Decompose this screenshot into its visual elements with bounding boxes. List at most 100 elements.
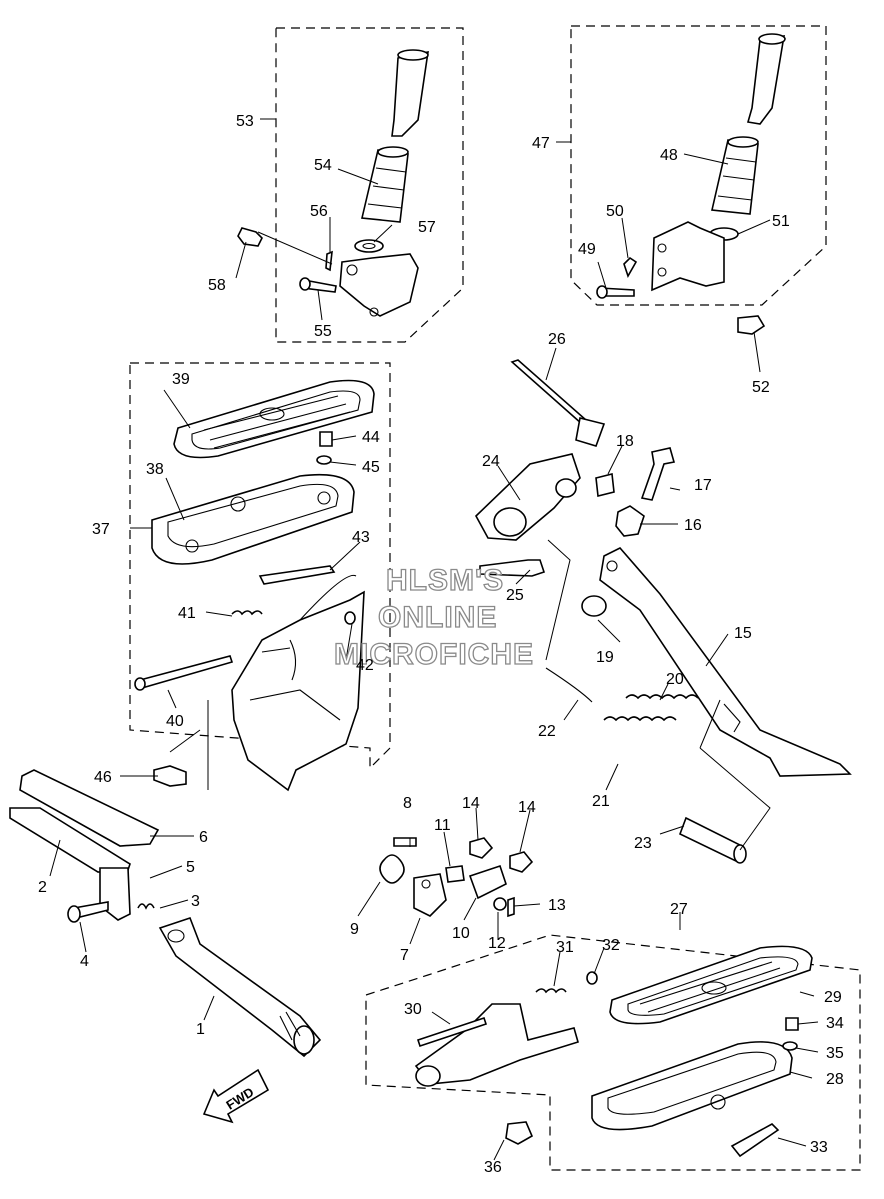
cotter-pin-56: [325, 250, 333, 272]
callout-13: 13: [548, 897, 566, 914]
footboard-assembly-left: [134, 379, 375, 792]
callout-10: 10: [452, 925, 470, 942]
spring-3: [137, 903, 155, 910]
watermark: HLSM'S ONLINE MICROFICHE: [333, 563, 533, 671]
callout-42: 42: [356, 657, 374, 674]
callout-38: 38: [146, 461, 164, 478]
pedal-bracket-5: [99, 867, 131, 921]
bolt-11: [445, 865, 465, 883]
callout-8: 8: [403, 795, 412, 812]
joint-10: [468, 864, 507, 900]
callout-39: 39: [172, 371, 190, 388]
callout-7: 7: [400, 947, 409, 964]
rear-peg-box-47: [570, 25, 827, 306]
forward-direction-arrow: FWD: [202, 1068, 270, 1124]
callout-45: 45: [362, 459, 380, 476]
peg-bracket-47: [651, 221, 725, 292]
nut-14a: [469, 837, 494, 859]
callout-12: 12: [488, 935, 506, 952]
peg-rubber-54: [361, 149, 409, 223]
callout-48: 48: [660, 147, 678, 164]
callout-16: 16: [684, 517, 702, 534]
callout-41: 41: [178, 605, 196, 622]
rear-peg-assembly-left: [237, 49, 429, 317]
bracket-43: [258, 565, 336, 585]
rubber-23: [678, 816, 743, 864]
rear-peg-box-53: [275, 27, 464, 343]
footboard-box-37: [129, 362, 391, 770]
screw-44: [319, 431, 333, 447]
callout-17: 17: [694, 477, 712, 494]
washer-57: [354, 239, 384, 253]
peg-bracket-55: [339, 253, 419, 317]
callout-50: 50: [606, 203, 624, 220]
callout-49: 49: [578, 241, 596, 258]
callout-57: 57: [418, 219, 436, 236]
callout-46: 46: [94, 769, 112, 786]
pin-42: [344, 611, 356, 625]
callout-22: 22: [538, 723, 556, 740]
group-boxes: [129, 25, 861, 1171]
callout-55: 55: [314, 323, 332, 340]
peg-cover: [391, 50, 429, 137]
spring-21: [603, 716, 677, 722]
footboard-mat-29: [609, 945, 813, 1025]
watermark-line-1: HLSM'S: [386, 564, 504, 597]
clip-32: [586, 971, 598, 985]
pedal-pad-6: [19, 769, 160, 847]
callout-24: 24: [482, 453, 500, 470]
callout-6: 6: [199, 829, 208, 846]
callout-52: 52: [752, 379, 770, 396]
footboard-mat-39: [173, 379, 375, 459]
callout-14a: 14: [462, 795, 480, 812]
bolt-58: [237, 227, 263, 247]
spring-41: [231, 610, 263, 616]
callout-1: 1: [196, 1021, 205, 1038]
footboard-box-27: [365, 934, 861, 1171]
callout-56: 56: [310, 203, 328, 220]
callout-3: 3: [191, 893, 200, 910]
watermark-line-2: ONLINE: [378, 601, 497, 634]
callout-30: 30: [404, 1001, 422, 1018]
callout-37: 37: [92, 521, 110, 538]
callout-34: 34: [826, 1015, 844, 1032]
callout-2: 2: [38, 879, 47, 896]
arm-7: [413, 873, 447, 917]
callout-29: 29: [824, 989, 842, 1006]
callout-43: 43: [352, 529, 370, 546]
brake-linkage-parts: [379, 837, 534, 918]
callout-4: 4: [80, 953, 89, 970]
callout-28: 28: [826, 1071, 844, 1088]
fwd-arrow-shape: [202, 1068, 270, 1124]
callout-14b: 14: [518, 799, 536, 816]
callout-25: 25: [506, 587, 524, 604]
plate-24b: [575, 417, 606, 447]
callout-31: 31: [556, 939, 574, 956]
screw-34: [785, 1017, 799, 1031]
footboard-assembly-right: [414, 945, 813, 1158]
bolt-36: [505, 1121, 534, 1145]
footboard-base-38: [151, 473, 355, 565]
bolt-8: [393, 837, 417, 847]
callout-20: 20: [666, 671, 684, 688]
callout-53: 53: [236, 113, 254, 130]
washer-12: [493, 897, 507, 911]
switch-16: [615, 505, 645, 537]
callout-58: 58: [208, 277, 226, 294]
callout-26: 26: [548, 331, 566, 348]
callout-labels: 1 2 3 4 5 6 7 8 9 10 11 12 13 14 14 15 1…: [38, 113, 844, 1176]
sidestand-assembly: [475, 359, 852, 864]
cotter-pin-13: [507, 896, 515, 918]
peg-cover-top: [397, 49, 429, 61]
nut-19: [581, 595, 607, 617]
footboard-base-28: [591, 1041, 793, 1131]
callout-32: 32: [602, 937, 620, 954]
callout-36: 36: [484, 1159, 502, 1176]
brake-lever-1: [158, 916, 322, 1058]
leader-lines: [49, 118, 819, 1161]
callout-19: 19: [596, 649, 614, 666]
bolt-52: [737, 315, 766, 335]
callout-33: 33: [810, 1139, 828, 1156]
callout-51: 51: [772, 213, 790, 230]
